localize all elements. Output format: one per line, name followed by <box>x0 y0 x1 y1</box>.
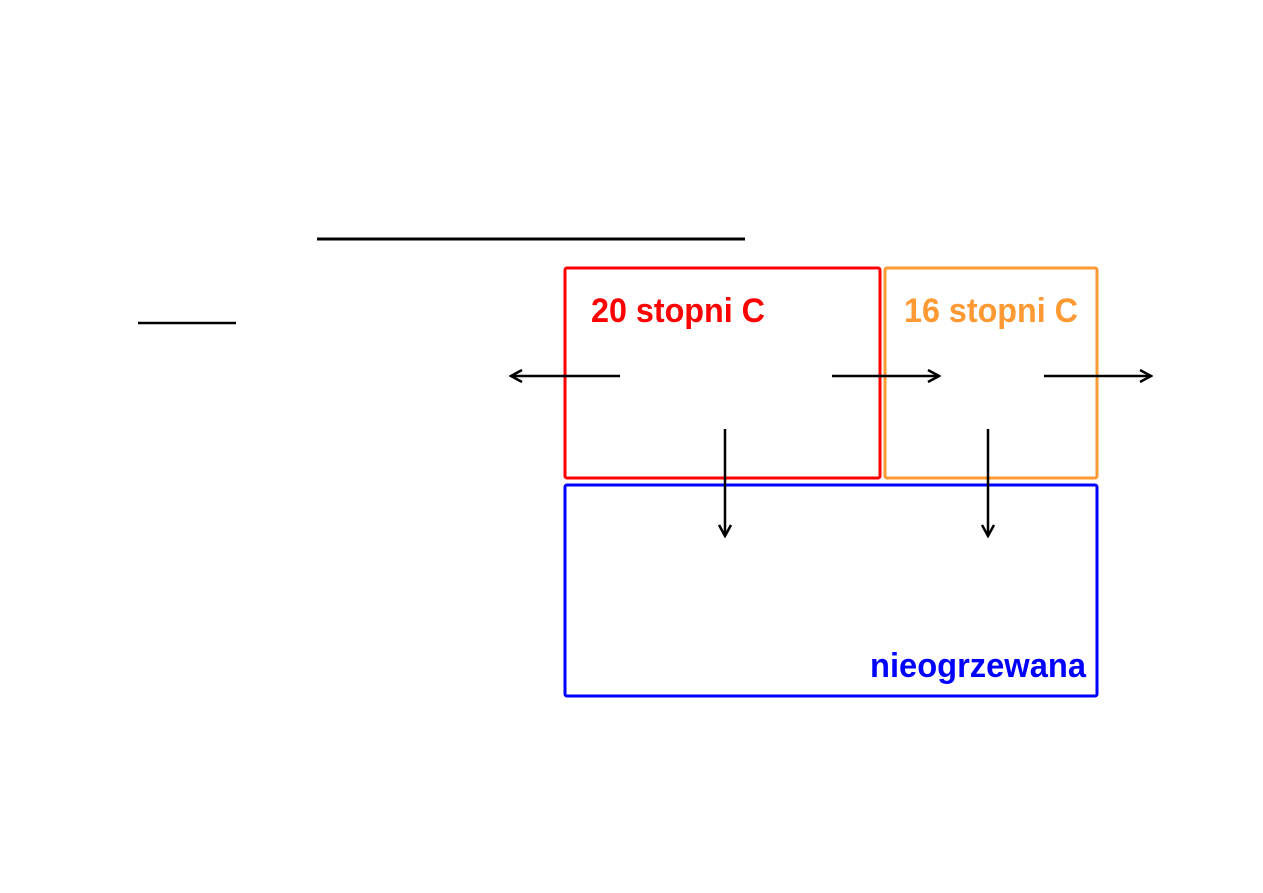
room-20-box <box>563 266 882 480</box>
unheated-room-box <box>563 483 1099 698</box>
room-16-label: 16 stopni C <box>904 292 1078 330</box>
room-16-box <box>883 266 1099 480</box>
room-20-label: 20 stopni C <box>591 292 765 330</box>
unheated-room-label: nieogrzewana <box>870 647 1087 685</box>
